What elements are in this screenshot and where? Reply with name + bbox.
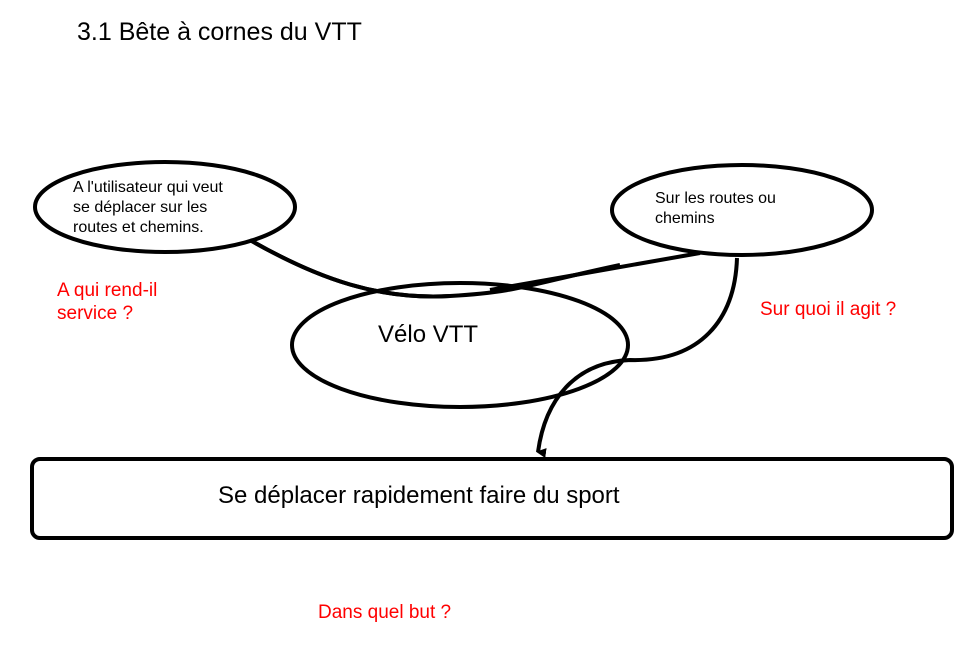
question-why: Dans quel but ? <box>318 602 451 623</box>
product-label: Vélo VTT <box>378 321 478 348</box>
target-bubble <box>610 163 874 257</box>
function-label: Se déplacer rapidement faire du sport <box>218 482 620 509</box>
function-box <box>30 457 954 540</box>
user-bubble <box>33 160 297 254</box>
page-title: 3.1 Bête à cornes du VTT <box>77 18 362 46</box>
connector-target-product <box>489 251 701 292</box>
question-who: A qui rend-il service ? <box>57 280 163 324</box>
horn-arrow <box>536 257 739 459</box>
user-bubble-text: A l'utilisateur qui veut se déplacer sur… <box>73 179 227 236</box>
question-what: Sur quoi il agit ? <box>760 299 896 320</box>
product-bubble <box>290 281 630 409</box>
target-bubble-text: Sur les routes ou chemins <box>655 190 780 227</box>
